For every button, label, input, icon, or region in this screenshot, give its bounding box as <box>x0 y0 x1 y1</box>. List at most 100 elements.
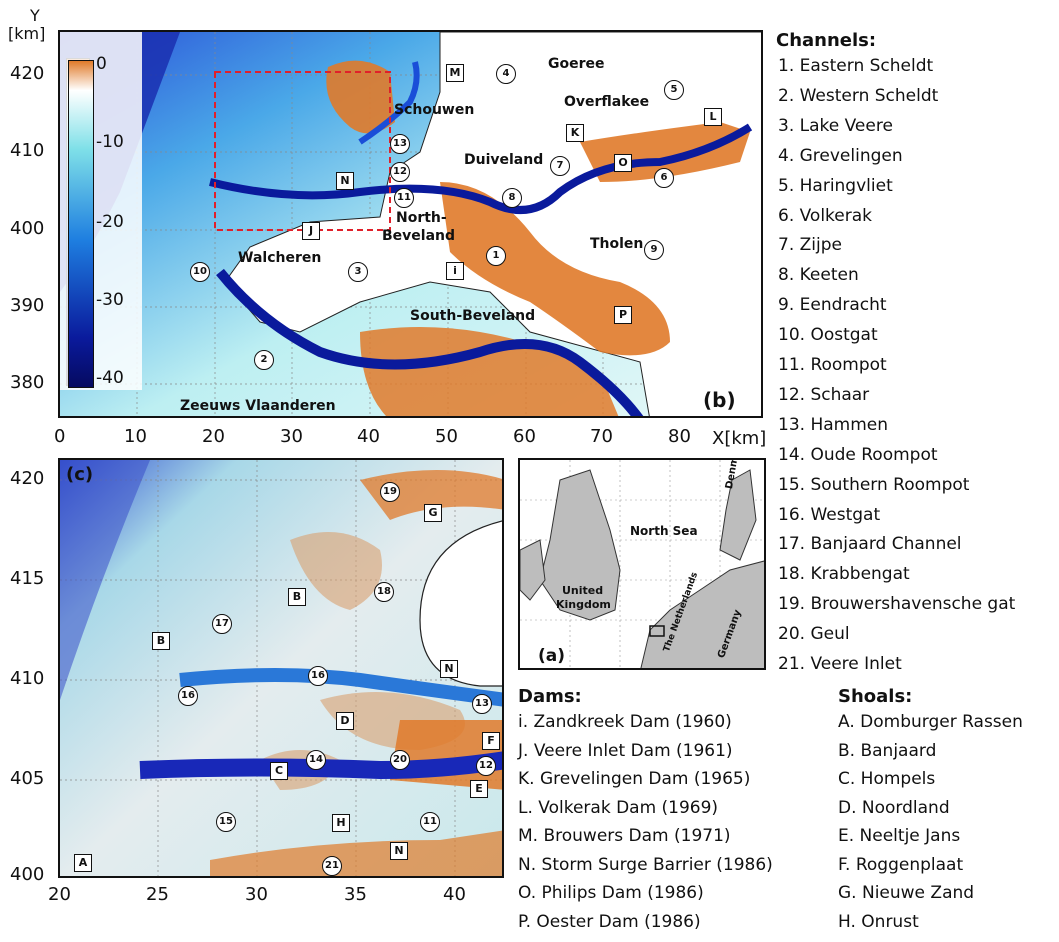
channel-list-item: 16. Westgat <box>778 504 881 525</box>
channel-list-item: 15. Southern Roompot <box>778 474 970 495</box>
channel-list-item: 21. Veere Inlet <box>778 654 902 674</box>
panel-b-x-tick: 60 <box>513 426 536 447</box>
panel-b-x-axis-label: X[km] <box>712 428 767 449</box>
marker-circle-9: 9 <box>644 240 664 260</box>
barrier-marker-n: N <box>440 660 458 678</box>
dam-list-item: J. Veere Inlet Dam (1961) <box>518 740 733 761</box>
marker-box-p: P <box>614 306 632 324</box>
panel-c-y-tick: 415 <box>10 568 45 589</box>
colorbar-tick-4: -40 <box>96 368 124 388</box>
marker-circle-1: 1 <box>486 246 506 266</box>
panel-c-y-tick: 400 <box>10 864 45 885</box>
channel-marker-20: 20 <box>390 750 410 770</box>
channel-list-item: 2. Western Scheldt <box>778 85 939 106</box>
dams-title: Dams: <box>518 686 582 707</box>
shoal-marker-h: H <box>332 814 350 832</box>
region-walcheren: Walcheren <box>238 250 322 266</box>
marker-box-j: J <box>302 222 320 240</box>
marker-circle-7: 7 <box>550 156 570 176</box>
channel-list-item: 13. Hammen <box>778 414 888 435</box>
marker-circle-2: 2 <box>254 350 274 370</box>
channel-marker-21: 21 <box>322 856 342 876</box>
channel-list-item: 6. Volkerak <box>778 205 873 226</box>
marker-circle-3: 3 <box>348 262 368 282</box>
panel-c-x-tick: 40 <box>443 884 466 905</box>
channel-list-item: 8. Keeten <box>778 265 859 286</box>
shoal-list-item: E. Neeltje Jans <box>838 826 961 846</box>
colorbar-tick-3: -30 <box>96 290 124 310</box>
marker-circle-10: 10 <box>190 262 210 282</box>
marker-circle-11: 11 <box>394 188 414 208</box>
panel-b-y-tick: 410 <box>10 140 45 161</box>
marker-circle-4: 4 <box>496 64 516 84</box>
colorbar-tick-0: 0 <box>96 54 107 74</box>
panel-b-y-tick: 380 <box>10 372 45 393</box>
shoal-marker-c: C <box>270 762 288 780</box>
region-duiveland: Duiveland <box>464 152 544 168</box>
marker-circle-6: 6 <box>654 168 674 188</box>
panel-c-y-tick: 405 <box>10 768 45 789</box>
place-north-sea: North Sea <box>630 524 698 538</box>
panel-c-y-tick: 420 <box>10 468 45 489</box>
marker-circle-5: 5 <box>664 80 684 100</box>
region-beveland: Beveland <box>382 228 456 244</box>
shoal-marker-g: G <box>424 504 442 522</box>
shoal-list-item: D. Noordland <box>838 797 950 818</box>
panel-b-label: (b) <box>700 388 739 412</box>
marker-circle-13: 13 <box>390 134 410 154</box>
dam-list-item: M. Brouwers Dam (1971) <box>518 826 731 846</box>
channel-marker-11: 11 <box>420 812 440 832</box>
panel-b-x-tick: 0 <box>54 426 66 447</box>
panel-b-y-tick: 420 <box>10 63 45 84</box>
panel-a-overview <box>520 460 764 668</box>
shoal-marker-a: A <box>74 854 92 872</box>
channel-marker-16: 16 <box>178 686 198 706</box>
shoal-list-item: B. Banjaard <box>838 740 937 761</box>
panel-b-x-tick: 50 <box>435 426 458 447</box>
channel-list-item: 17. Banjaard Channel <box>778 534 962 555</box>
panel-b-x-tick: 30 <box>280 426 303 447</box>
shoal-list-item: H. Onrust <box>838 911 919 932</box>
dam-list-item: P. Oester Dam (1986) <box>518 911 701 932</box>
panel-b-x-tick: 10 <box>124 426 147 447</box>
region-tholen: Tholen <box>590 236 644 252</box>
shoal-list-item: G. Nieuwe Zand <box>838 883 975 903</box>
region-north: North- <box>396 210 447 226</box>
panel-b-x-tick: 80 <box>668 426 691 447</box>
panel-c-x-tick: 20 <box>48 884 71 905</box>
panel-b-y-label: Y <box>30 6 40 25</box>
channel-marker-16: 16 <box>308 666 328 686</box>
region-overflakee: Overflakee <box>564 94 650 110</box>
marker-box-k: K <box>566 124 584 142</box>
channel-marker-19: 19 <box>380 482 400 502</box>
panel-b-x-tick: 20 <box>202 426 225 447</box>
channel-marker-14: 14 <box>306 750 326 770</box>
barrier-marker-n: N <box>390 842 408 860</box>
panel-b-y-tick: 400 <box>10 218 45 239</box>
region-zeeuws-vlaanderen: Zeeuws Vlaanderen <box>180 398 336 414</box>
dam-list-item: O. Philips Dam (1986) <box>518 883 704 903</box>
panel-a-label: (a) <box>536 646 568 666</box>
channel-list-item: 10. Oostgat <box>778 325 878 346</box>
place-united: United <box>562 584 604 597</box>
marker-box-o: O <box>614 154 632 172</box>
shoal-marker-d: D <box>336 712 354 730</box>
marker-box-m: M <box>446 64 464 82</box>
marker-box-n: N <box>336 172 354 190</box>
dam-list-item: N. Storm Surge Barrier (1986) <box>518 854 773 875</box>
dam-list-item: i. Zandkreek Dam (1960) <box>518 712 732 732</box>
colorbar-tick-1: -10 <box>96 132 124 152</box>
marker-circle-8: 8 <box>502 188 522 208</box>
shoal-list-item: F. Roggenplaat <box>838 854 964 875</box>
panel-c-x-tick: 30 <box>245 884 268 905</box>
dam-list-item: L. Volkerak Dam (1969) <box>518 797 719 818</box>
shoal-marker-b: B <box>288 588 306 606</box>
channel-list-item: 14. Oude Roompot <box>778 444 938 465</box>
channels-title: Channels: <box>776 30 877 51</box>
shoal-marker-f: F <box>482 732 500 750</box>
channel-marker-12: 12 <box>476 756 496 776</box>
shoals-title: Shoals: <box>838 686 913 707</box>
shoal-marker-e: E <box>470 780 488 798</box>
channel-list-item: 3. Lake Veere <box>778 115 893 136</box>
channel-list-item: 20. Geul <box>778 624 850 645</box>
